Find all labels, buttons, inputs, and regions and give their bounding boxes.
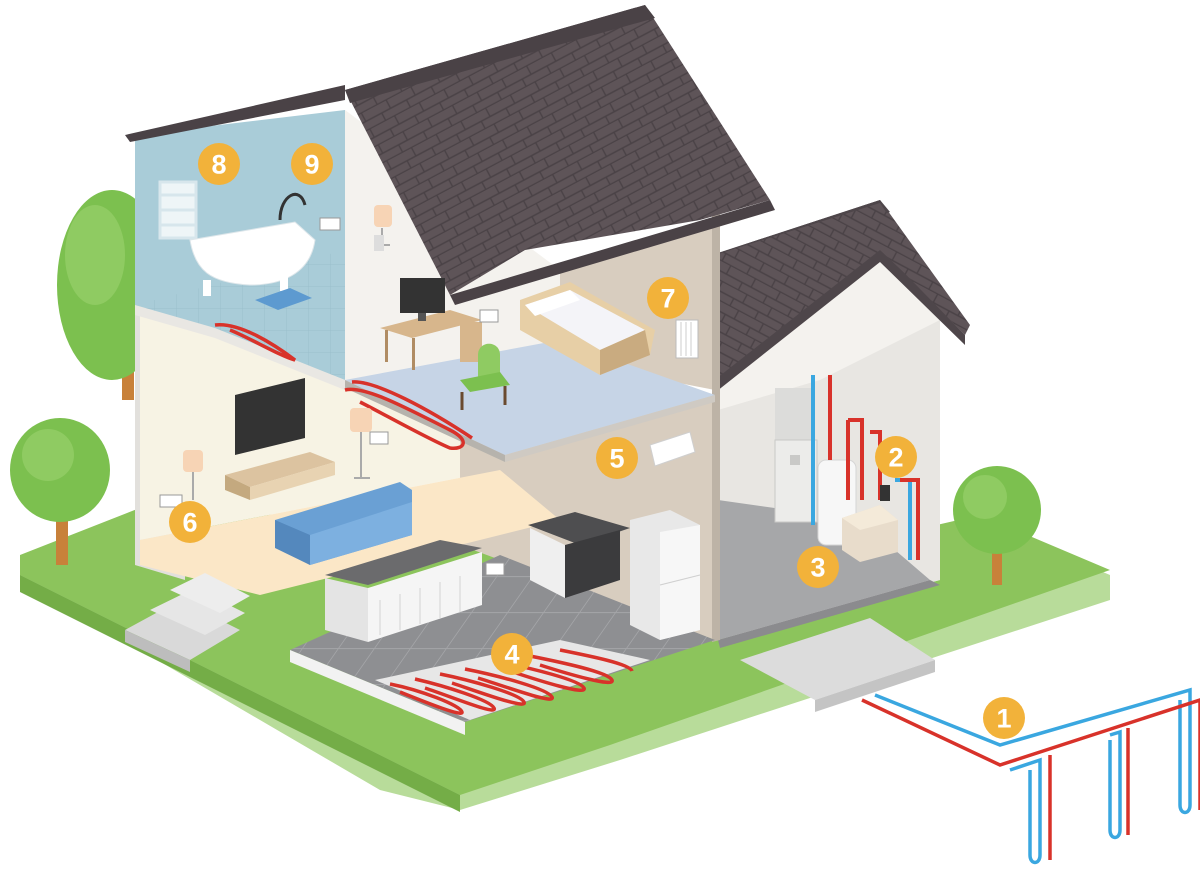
bathtub-icon — [189, 192, 316, 296]
tv-stand — [225, 452, 335, 500]
marker-label: 9 — [304, 150, 319, 180]
underfloor-heating-pipes — [389, 648, 634, 715]
marker-label: 4 — [504, 640, 519, 670]
roof-main — [125, 5, 775, 305]
marker-label: 1 — [996, 704, 1011, 734]
marker-badge-3: 3 — [797, 546, 839, 588]
marker-label: 2 — [888, 443, 903, 473]
bed-icon — [520, 282, 655, 375]
marker-circle — [647, 277, 689, 319]
heat-pump-icon — [774, 388, 818, 523]
marker-badge-8: 8 — [198, 143, 240, 185]
radiator-icon — [485, 562, 505, 576]
marker-circle — [169, 501, 211, 543]
marker-badge-4: 4 — [491, 633, 533, 675]
tv-icon — [400, 278, 445, 321]
marker-badge-1: 1 — [983, 697, 1025, 739]
roof-annex — [712, 200, 970, 395]
tree-icon — [953, 466, 1041, 585]
radiator-icon — [675, 319, 699, 359]
floor-heating-pipes — [214, 323, 473, 450]
marker-label: 8 — [211, 150, 226, 180]
marker-circle — [875, 436, 917, 478]
tv-icon — [235, 378, 305, 455]
radiator-icon — [159, 494, 183, 508]
fridge-icon — [630, 510, 701, 640]
bathroom-floor — [135, 250, 345, 380]
bath-mat — [255, 288, 312, 310]
bedroom-floor — [345, 340, 715, 455]
marker-label: 7 — [660, 284, 675, 314]
tree-icon — [10, 418, 110, 565]
lamp-icon — [183, 450, 203, 500]
marker-circle — [596, 437, 638, 479]
lamp-icon — [374, 205, 392, 251]
marker-circle — [797, 546, 839, 588]
marker-circle — [491, 633, 533, 675]
marker-badge-6: 6 — [169, 501, 211, 543]
radiator-icon — [369, 431, 389, 445]
marker-badge-9: 9 — [291, 143, 333, 185]
stove-icon — [528, 512, 630, 598]
marker-label: 6 — [182, 508, 197, 538]
sofa-icon — [275, 482, 412, 565]
markers: 1 2 3 4 5 6 7 8 9 — [169, 143, 1025, 739]
marker-badge-7: 7 — [647, 277, 689, 319]
desk-icon — [380, 310, 482, 370]
marker-label: 3 — [810, 553, 825, 583]
marker-badge-5: 5 — [596, 437, 638, 479]
radiator-icon — [319, 217, 341, 231]
radiator-icon — [479, 309, 499, 323]
entrance-stairs — [125, 573, 250, 672]
lamp-icon — [350, 408, 372, 479]
marker-circle — [198, 143, 240, 185]
buffer-tank — [842, 505, 898, 562]
marker-badge-2: 2 — [875, 436, 917, 478]
air-unit-icon — [649, 431, 696, 467]
utility-pipes — [811, 375, 920, 560]
marker-label: 5 — [609, 444, 624, 474]
towel-radiator-icon — [158, 180, 198, 240]
walkway — [740, 618, 935, 700]
marker-circle — [983, 697, 1025, 739]
kitchen-island — [325, 540, 482, 642]
ground-loop-pipes — [861, 687, 1200, 865]
chair-icon — [460, 343, 510, 410]
marker-circle — [291, 143, 333, 185]
